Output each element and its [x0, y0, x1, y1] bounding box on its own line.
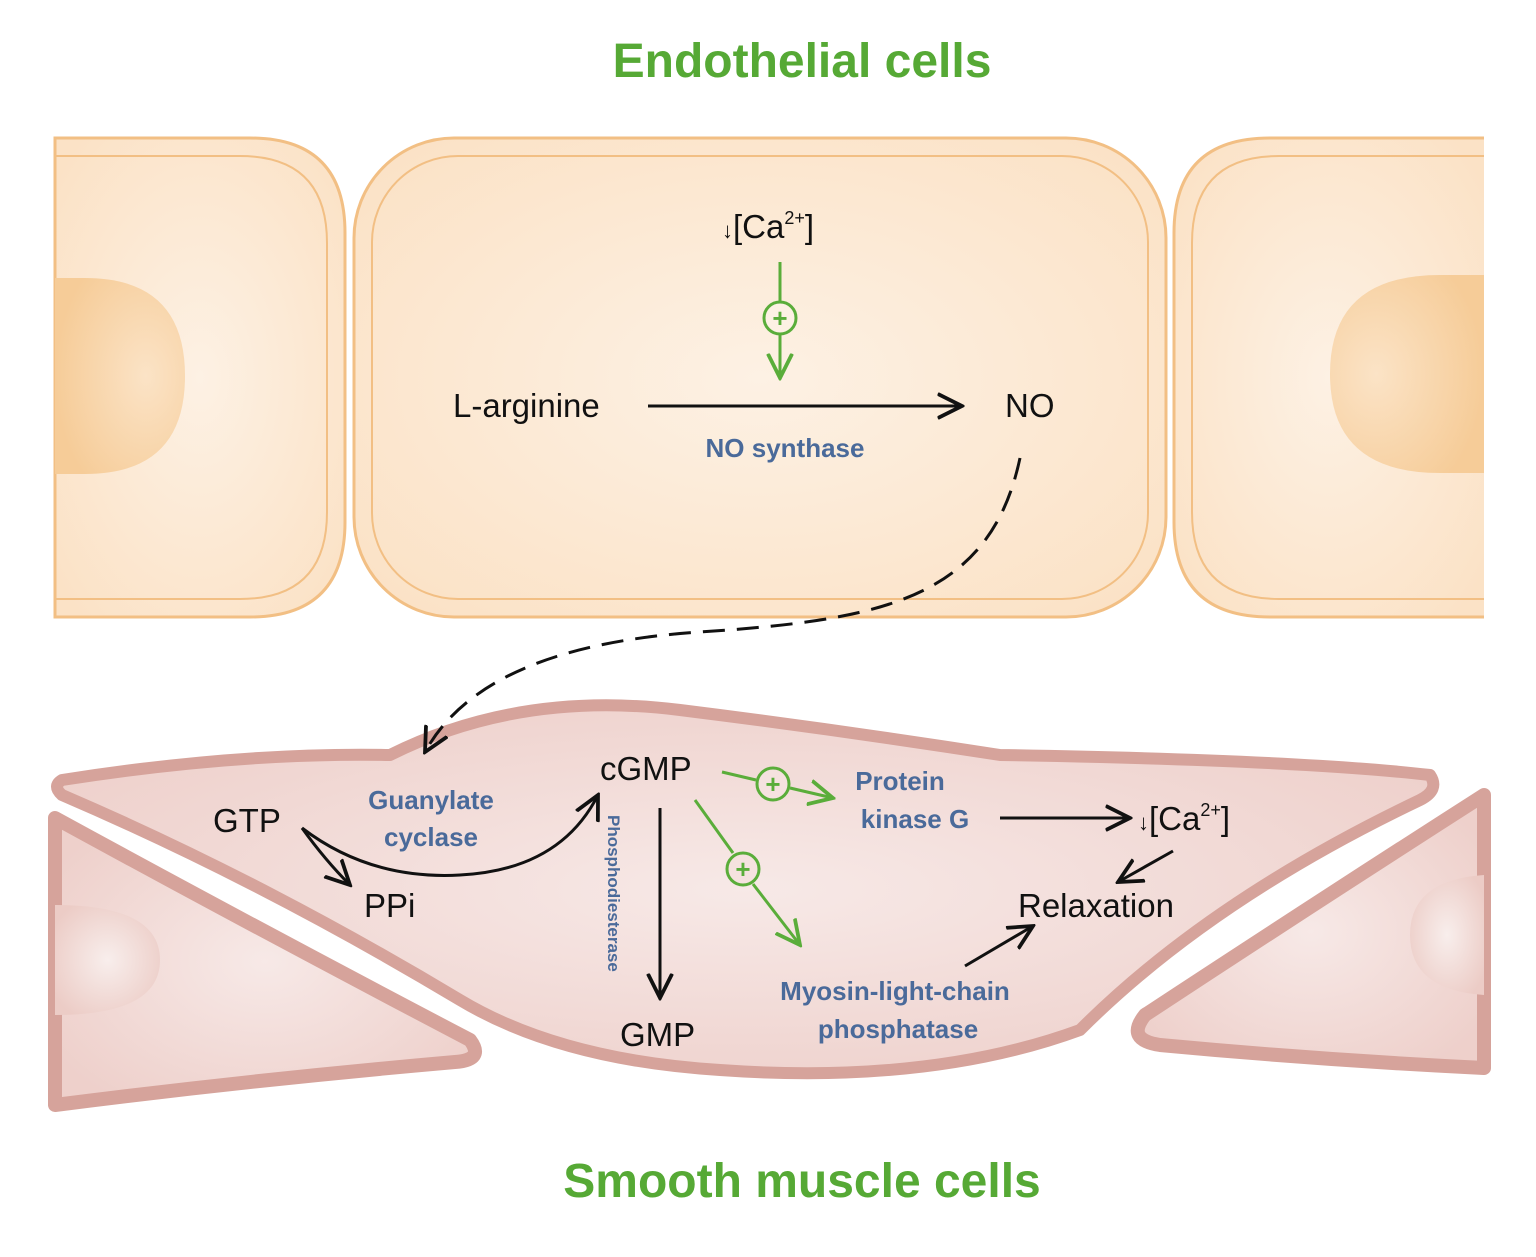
smooth-muscle-layer — [48, 699, 1491, 1112]
smooth-nucleus-left — [55, 905, 160, 1015]
nucleus-left — [55, 278, 185, 474]
calcium-to-relaxation-arrow — [1118, 849, 1174, 882]
pkg-line1: Protein — [855, 766, 945, 796]
smooth-cell-center — [51, 699, 1440, 1080]
pkg-line2: kinase G — [861, 804, 969, 834]
endothelial-layer — [53, 136, 1484, 619]
gtp-to-ppi-arrow — [300, 827, 350, 885]
guanylate-cyclase-line2: cyclase — [384, 822, 478, 852]
smooth-cell-left — [48, 811, 482, 1112]
plus-symbol-pkg: + — [765, 769, 780, 799]
calcium-label-endo: ↓[Ca2+] — [722, 208, 814, 245]
plus-icon-mlcp — [725, 851, 761, 887]
gtp-to-cgmp-arrow — [301, 795, 598, 877]
nucleus-right — [1330, 275, 1484, 473]
endothelial-title: Endothelial cells — [613, 35, 992, 88]
smooth-nucleus-right — [1410, 875, 1484, 995]
endothelial-cell-center — [352, 136, 1168, 619]
smooth-muscle-title: Smooth muscle cells — [563, 1155, 1041, 1208]
plus-icon-pkg — [755, 766, 791, 802]
no-label: NO — [1005, 387, 1055, 424]
mlcp-line2: phosphatase — [818, 1014, 978, 1044]
plus-symbol-mlcp: + — [735, 854, 750, 884]
gtp-label: GTP — [213, 802, 281, 839]
smooth-pathway: GTP PPi Guanylate cyclase cGMP Phosphodi… — [213, 750, 1230, 1053]
cgmp-label: cGMP — [600, 750, 692, 787]
gmp-label: GMP — [620, 1016, 695, 1053]
smooth-cell-right — [1130, 788, 1491, 1075]
endothelial-pathway: ↓[Ca2+] + L-arginine NO NO synthase — [453, 208, 1055, 463]
endothelial-cell-left — [53, 136, 347, 619]
l-arginine-label: L-arginine — [453, 387, 600, 424]
mlcp-to-relaxation-arrow — [964, 926, 1033, 968]
endothelial-cell-right — [1172, 136, 1484, 619]
guanylate-cyclase-line1: Guanylate — [368, 785, 494, 815]
ppi-label: PPi — [364, 887, 415, 924]
mlcp-line1: Myosin-light-chain — [780, 976, 1010, 1006]
calcium-label-smooth: ↓[Ca2+] — [1138, 800, 1230, 837]
phosphodiesterase-label: Phosphodiesterase — [604, 815, 623, 972]
no-diffusion-arrow — [425, 457, 1022, 752]
plus-symbol-endo: + — [772, 303, 787, 333]
relaxation-label: Relaxation — [1018, 887, 1174, 924]
no-synthase-label: NO synthase — [706, 433, 865, 463]
